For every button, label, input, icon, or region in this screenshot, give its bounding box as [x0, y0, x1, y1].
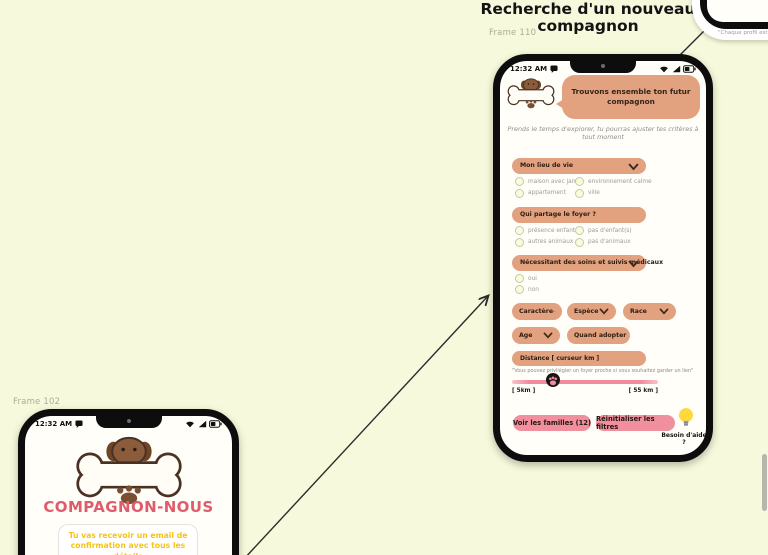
dropdown-espece[interactable]: Espèce	[567, 303, 616, 320]
radio-maison-avec-jardin[interactable]	[515, 177, 524, 186]
page-title-line2: compagnon	[537, 17, 639, 36]
phone-frame-110: 12:32 AM	[493, 54, 713, 462]
radio-pas-denfants[interactable]	[575, 226, 584, 235]
phone-notch	[95, 415, 162, 428]
partial-phone-caption: "Chaque profil est v	[718, 30, 768, 36]
filter-section-label: Nécessitant des soins et suivis médicaux	[520, 259, 664, 266]
camera-dot	[601, 64, 605, 68]
radio-label: environnement calme	[588, 178, 652, 185]
filter-section-foyer[interactable]: Qui partage le foyer ?	[512, 207, 646, 223]
chat-bubble-icon	[75, 420, 83, 428]
filter-section-label: Qui partage le foyer ?	[520, 211, 596, 218]
radio-label: autres animaux	[528, 239, 574, 245]
partial-phone-bezel	[700, 0, 768, 29]
wifi-icon	[186, 421, 194, 428]
radio-pas-danimaux[interactable]	[575, 237, 584, 247]
radio-label: maison avec jardin	[528, 178, 583, 185]
radio-label: ville	[588, 190, 600, 196]
dropdown-label: Quand adopter	[574, 332, 627, 339]
chevron-down-icon	[599, 308, 609, 315]
speech-bubble-text: Trouvons ensemble ton futur compagnon	[571, 87, 691, 106]
status-time: 12:32 AM	[510, 65, 548, 73]
distance-slider-track[interactable]	[512, 380, 658, 384]
chevron-down-icon	[543, 332, 553, 339]
signal-icon	[198, 420, 206, 428]
chevron-down-icon	[659, 308, 669, 315]
battery-icon	[683, 65, 696, 73]
canvas-scrollbar[interactable]	[762, 454, 767, 511]
intro-speech-bubble: Trouvons ensemble ton futur compagnon	[556, 75, 700, 119]
chat-bubble-icon	[550, 65, 558, 73]
bone-dog-logo	[75, 436, 182, 505]
arrow-frame102-to-frame110	[246, 296, 488, 555]
paw-slider-handle-icon[interactable]	[546, 373, 560, 387]
distance-note: "Vous pouvez privilégier un foyer proche…	[512, 368, 694, 374]
help-label[interactable]: Besoin d'aide ?	[661, 432, 706, 446]
distance-label: Distance [ curseur km ]	[520, 355, 600, 362]
confirmation-message-box: Tu vas recevoir un email de confirmation…	[58, 524, 198, 555]
chevron-down-icon	[628, 163, 639, 170]
lightbulb-icon[interactable]	[677, 407, 695, 430]
filter-section-lieu-de-vie[interactable]: Mon lieu de vie	[512, 158, 646, 174]
dropdown-race[interactable]: Race	[623, 303, 676, 320]
dropdown-age[interactable]: Age	[512, 327, 560, 344]
camera-dot	[126, 419, 131, 423]
phone-frame-102: 12:32 AM	[18, 409, 239, 555]
radio-label: non	[528, 286, 539, 293]
app-name: COMPAGNON-NOUS	[43, 498, 214, 516]
signal-icon	[672, 65, 680, 73]
intro-text: Prends le temps d'explorer, tu pourras a…	[507, 125, 699, 142]
partial-phone-screen	[707, 0, 768, 22]
distance-field[interactable]: Distance [ curseur km ]	[512, 351, 646, 366]
screen-102: 12:32 AM	[25, 416, 232, 555]
radio-oui[interactable]	[515, 274, 524, 283]
radio-appartement[interactable]	[515, 188, 524, 198]
radio-label: pas d'animaux	[588, 239, 631, 245]
filter-section-label: Mon lieu de vie	[520, 162, 574, 169]
frame-102-label[interactable]: Frame 102	[13, 397, 61, 407]
dropdown-label: Caractère	[519, 308, 554, 315]
bone-dog-logo	[507, 78, 555, 109]
radio-label: appartement	[528, 190, 566, 196]
page-title-line1: Recherche d'un nouveau	[480, 0, 696, 18]
status-bar: 12:32 AM	[35, 420, 222, 428]
screen-110: 12:32 AM	[500, 61, 706, 455]
dropdown-label: Age	[519, 332, 533, 339]
filter-section-soins-medicaux[interactable]: Nécessitant des soins et suivis médicaux	[512, 255, 663, 271]
see-families-button[interactable]: Voir les familles (12)	[513, 415, 591, 431]
radio-environnement-calme[interactable]	[575, 177, 584, 186]
reset-filters-button[interactable]: Réinitialiser les filtres	[596, 415, 675, 431]
wifi-icon	[660, 66, 668, 73]
radio-presence-enfants[interactable]	[515, 226, 524, 235]
battery-icon	[209, 420, 222, 428]
radio-label: pas d'enfant(s)	[588, 227, 632, 234]
dropdown-quand-adopter[interactable]: Quand adopter	[567, 327, 630, 344]
speech-bubble-tail	[556, 99, 564, 109]
dropdown-caractere[interactable]: Caractère	[512, 303, 562, 320]
frame-110-label[interactable]: Frame 110	[489, 28, 537, 38]
status-time: 12:32 AM	[35, 420, 73, 428]
distance-max-label: [ 55 km ]	[628, 388, 658, 394]
radio-ville[interactable]	[575, 188, 584, 198]
dropdown-label: Espèce	[574, 308, 599, 315]
radio-label: présence enfant(s)	[528, 227, 583, 234]
distance-min-label: [ 5km ]	[512, 388, 536, 394]
page-title: Recherche d'un nouveau compagnon	[470, 0, 706, 36]
status-bar: 12:32 AM	[510, 65, 696, 73]
chevron-down-icon	[628, 260, 639, 267]
confirmation-line1: Tu vas recevoir un email de	[68, 531, 188, 540]
confirmation-line2: confirmation avec tous les détails	[70, 541, 186, 555]
radio-label: oui	[528, 275, 537, 282]
phone-notch	[570, 60, 636, 73]
dropdown-label: Race	[630, 308, 647, 315]
radio-non[interactable]	[515, 285, 524, 294]
chevron-down-icon	[553, 310, 555, 313]
radio-autres-animaux[interactable]	[515, 237, 524, 247]
